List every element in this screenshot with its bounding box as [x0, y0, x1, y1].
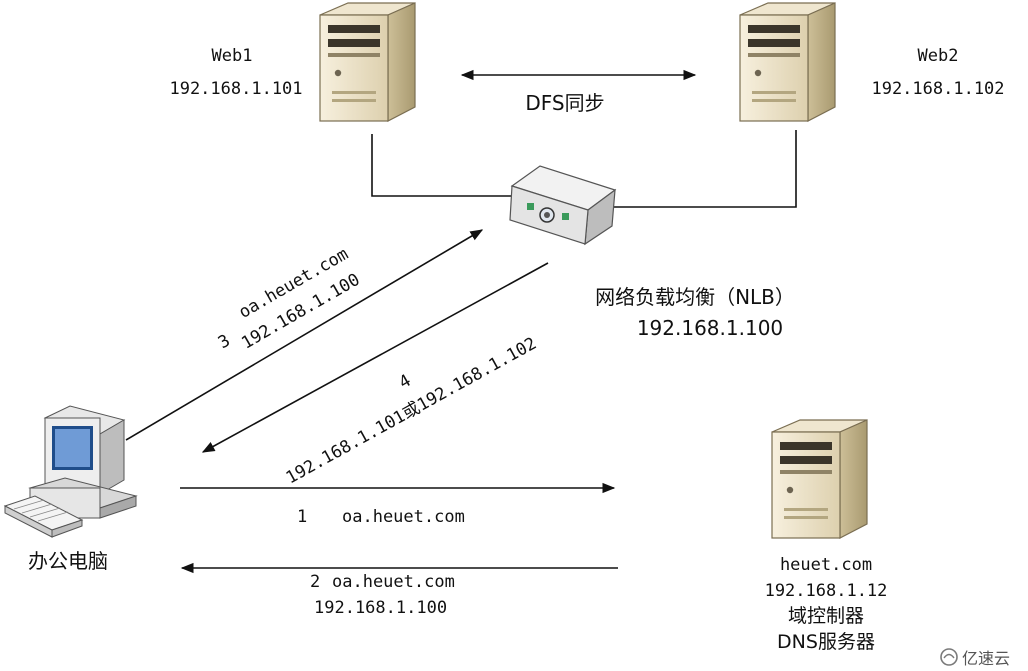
watermark-text: 亿速云 — [962, 649, 1010, 668]
cloud-logo-icon — [940, 648, 958, 666]
step3-number: 3 — [215, 331, 234, 353]
dfs-sync-label: DFS同步 — [525, 91, 604, 115]
dns-role-dns-server: DNS服务器 — [777, 631, 875, 653]
web1-name: Web1 — [212, 46, 253, 66]
web2-ip: 192.168.1.102 — [871, 79, 1004, 99]
client-name: 办公电脑 — [28, 549, 108, 573]
web1-nlb-link — [371, 134, 516, 197]
dns-ip: 192.168.1.12 — [765, 581, 888, 601]
web2-name: Web2 — [918, 46, 959, 66]
web1-ip: 192.168.1.101 — [169, 79, 302, 99]
nlb-ip: 192.168.1.100 — [637, 316, 783, 340]
step3-arrow — [125, 229, 484, 441]
step1-domain: oa.heuet.com — [342, 507, 465, 527]
nlb-name: 网络负载均衡（NLB） — [595, 285, 795, 309]
web1-server-icon — [319, 2, 416, 122]
step4-ips: 192.168.1.101或192.168.1.102 — [283, 334, 540, 489]
web2-nlb-link — [610, 130, 797, 208]
dns-domain: heuet.com — [780, 555, 872, 575]
web2-server-icon — [739, 2, 836, 122]
office-computer-icon — [3, 405, 138, 538]
step4-arrow — [201, 262, 549, 453]
nlb-device-icon — [509, 165, 617, 246]
step2-domain: oa.heuet.com — [332, 572, 455, 592]
step2-ip: 192.168.1.100 — [314, 598, 447, 618]
watermark: 亿速云 — [940, 648, 1010, 668]
step1-number: 1 — [297, 507, 307, 527]
step4-number: 4 — [396, 371, 415, 393]
step2-number: 2 — [310, 572, 320, 592]
dns-server-icon — [771, 419, 868, 539]
dns-role-domain-controller: 域控制器 — [788, 605, 864, 627]
